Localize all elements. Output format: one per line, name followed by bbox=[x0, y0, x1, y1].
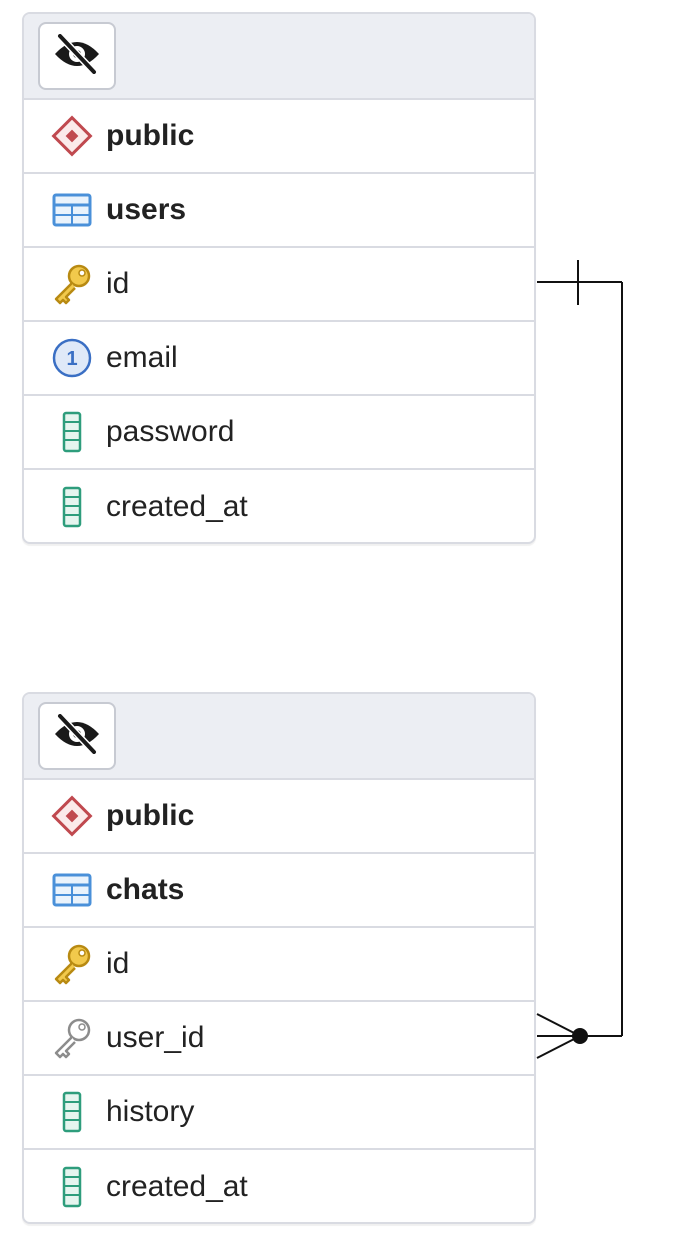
column-name: created_at bbox=[106, 1170, 248, 1203]
svg-text:1: 1 bbox=[66, 348, 77, 370]
column-icon bbox=[50, 1165, 94, 1209]
one-end-marker bbox=[537, 260, 622, 305]
table-grid-icon bbox=[50, 868, 94, 912]
table-name: chats bbox=[106, 873, 185, 906]
table-card-chats[interactable]: public chats id bbox=[22, 692, 536, 1224]
column-row-id[interactable]: id bbox=[24, 928, 534, 1002]
column-icon bbox=[50, 1090, 94, 1134]
eye-off-icon bbox=[52, 32, 102, 79]
column-row-id[interactable]: id bbox=[24, 248, 534, 322]
column-name: password bbox=[106, 415, 235, 448]
table-name-row: chats bbox=[24, 854, 534, 928]
table-name-row: users bbox=[24, 174, 534, 248]
schema-row: public bbox=[24, 780, 534, 854]
schema-row: public bbox=[24, 100, 534, 174]
schema-name: public bbox=[106, 799, 195, 832]
schema-diamond-icon bbox=[50, 114, 94, 158]
column-row-created-at[interactable]: created_at bbox=[24, 1150, 534, 1222]
foreign-key-icon bbox=[50, 1016, 94, 1060]
schema-name: public bbox=[106, 119, 195, 152]
column-row-user-id[interactable]: user_id bbox=[24, 1002, 534, 1076]
column-name: id bbox=[106, 267, 130, 300]
table-card-users[interactable]: public users id 1 bbox=[22, 12, 536, 544]
column-icon bbox=[50, 485, 94, 529]
column-name: history bbox=[106, 1095, 195, 1128]
many-end-marker bbox=[536, 1013, 622, 1059]
schema-diamond-icon bbox=[50, 794, 94, 838]
column-row-password[interactable]: password bbox=[24, 396, 534, 470]
column-name: user_id bbox=[106, 1021, 205, 1054]
table-grid-icon bbox=[50, 188, 94, 232]
column-icon bbox=[50, 410, 94, 454]
primary-key-icon bbox=[50, 942, 94, 986]
eye-off-icon bbox=[52, 712, 102, 759]
table-header bbox=[24, 14, 534, 100]
unique-constraint-icon: 1 bbox=[50, 336, 94, 380]
column-row-created-at[interactable]: created_at bbox=[24, 470, 534, 542]
visibility-toggle-button[interactable] bbox=[38, 702, 116, 770]
table-header bbox=[24, 694, 534, 780]
table-name: users bbox=[106, 193, 187, 226]
primary-key-icon bbox=[50, 262, 94, 306]
column-name: created_at bbox=[106, 490, 248, 523]
column-row-email[interactable]: 1 email bbox=[24, 322, 534, 396]
visibility-toggle-button[interactable] bbox=[38, 22, 116, 90]
column-row-history[interactable]: history bbox=[24, 1076, 534, 1150]
column-name: email bbox=[106, 341, 178, 374]
column-name: id bbox=[106, 947, 130, 980]
